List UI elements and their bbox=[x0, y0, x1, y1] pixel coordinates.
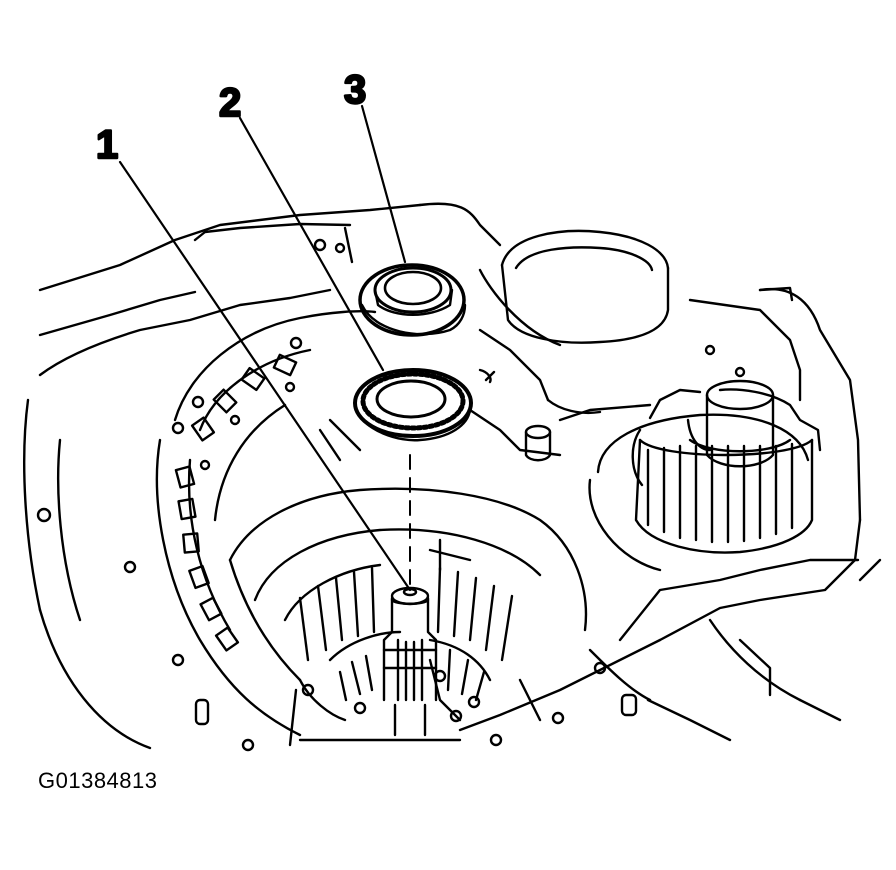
clutch-drum bbox=[194, 487, 638, 747]
case-housing bbox=[23, 202, 882, 750]
thrust-bearing bbox=[353, 368, 473, 442]
cover-boss bbox=[318, 229, 794, 572]
leader-line-1 bbox=[118, 160, 412, 592]
drive-gear bbox=[588, 379, 822, 572]
callout-2: 2 bbox=[219, 81, 241, 125]
callout-1: 1 bbox=[96, 123, 118, 167]
output-shaft bbox=[382, 586, 438, 737]
leader-line-2 bbox=[238, 116, 385, 372]
callout-3: 3 bbox=[344, 68, 366, 112]
leader-lines bbox=[118, 104, 412, 592]
bell-housing-ring bbox=[36, 238, 377, 752]
figure-code: G01384813 bbox=[38, 768, 158, 793]
leader-line-3 bbox=[360, 104, 407, 264]
bearing-race-seal bbox=[358, 263, 467, 337]
